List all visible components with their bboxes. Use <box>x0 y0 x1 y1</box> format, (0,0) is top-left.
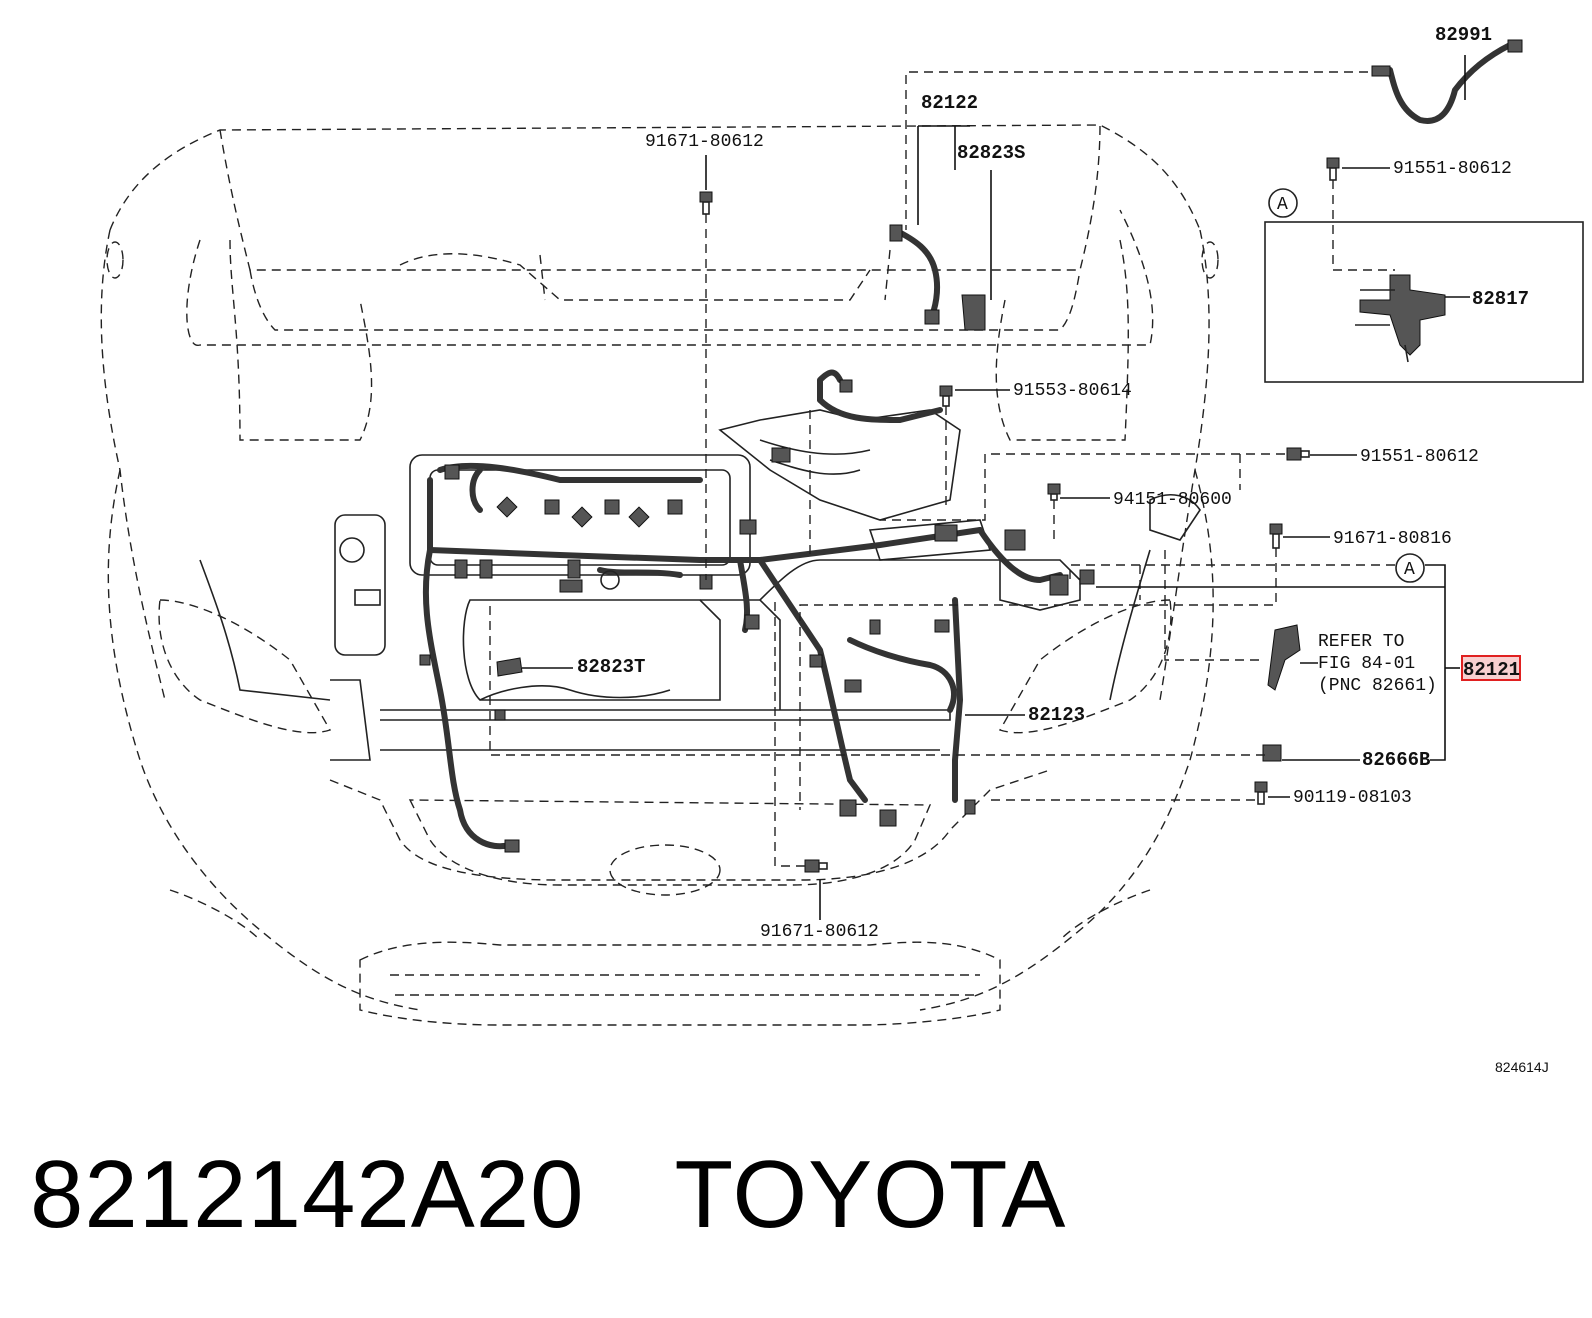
label-91551-mid: 91551-80612 <box>1360 447 1479 467</box>
wire-harness <box>422 42 1513 850</box>
bolt-90119-icon <box>1254 781 1268 805</box>
bolt-91671-bottom-icon <box>804 859 828 873</box>
inset-marker-circle <box>1268 188 1298 218</box>
vehicle-body-outline <box>100 124 1219 1026</box>
inset-box <box>1264 221 1584 383</box>
label-91671-bottom: 91671-80612 <box>760 922 879 942</box>
label-82122: 82122 <box>921 92 978 114</box>
refer-line-3: (PNC 82661) <box>1318 676 1437 696</box>
marker-a-circle <box>1395 553 1425 583</box>
highlight-82121 <box>1461 655 1521 681</box>
label-82823s: 82823S <box>957 142 1025 164</box>
air-intake <box>718 409 961 521</box>
connectors <box>419 39 1523 853</box>
part-number: 8212142A20 <box>30 1141 585 1248</box>
label-91553: 91553-80614 <box>1013 381 1132 401</box>
bolt-91671-top-icon <box>699 191 713 215</box>
label-91671-top: 91671-80612 <box>645 132 764 152</box>
label-leaders <box>522 55 1470 920</box>
refer-line-2: FIG 84-01 <box>1318 654 1415 674</box>
label-94151: 94151-80600 <box>1113 490 1232 510</box>
label-82666b: 82666B <box>1362 749 1430 771</box>
label-82121: 82121 <box>1463 659 1520 681</box>
label-90119: 90119-08103 <box>1293 788 1412 808</box>
leader-lines <box>489 71 1395 867</box>
label-91551-top: 91551-80612 <box>1393 159 1512 179</box>
bolt-91551-top-icon <box>1326 157 1340 181</box>
part-labels: 82991 82122 82823S 91671-80612 91551-806… <box>577 24 1549 1075</box>
diagram-code: 824614J <box>1495 1059 1549 1075</box>
label-82123: 82123 <box>1028 704 1085 726</box>
inset-marker-label: A <box>1277 195 1288 215</box>
refer-line-1: REFER TO <box>1318 632 1404 652</box>
label-82823t: 82823T <box>577 656 645 678</box>
coolant-reservoir <box>334 514 386 656</box>
brand-name: TOYOTA <box>674 1141 1067 1248</box>
bolt-94151-icon <box>1047 483 1061 501</box>
label-82817: 82817 <box>1472 288 1529 310</box>
bolt-91551-mid-icon <box>1286 447 1310 461</box>
label-91671-80816: 91671-80816 <box>1333 529 1452 549</box>
marker-a-label: A <box>1404 560 1415 580</box>
label-82991: 82991 <box>1435 24 1492 46</box>
part-number-footer: 8212142A20 TOYOTA <box>30 1140 1066 1250</box>
bolts <box>699 157 1340 873</box>
bolt-91671-80816-icon <box>1269 523 1283 549</box>
bolt-91553-icon <box>939 385 953 407</box>
